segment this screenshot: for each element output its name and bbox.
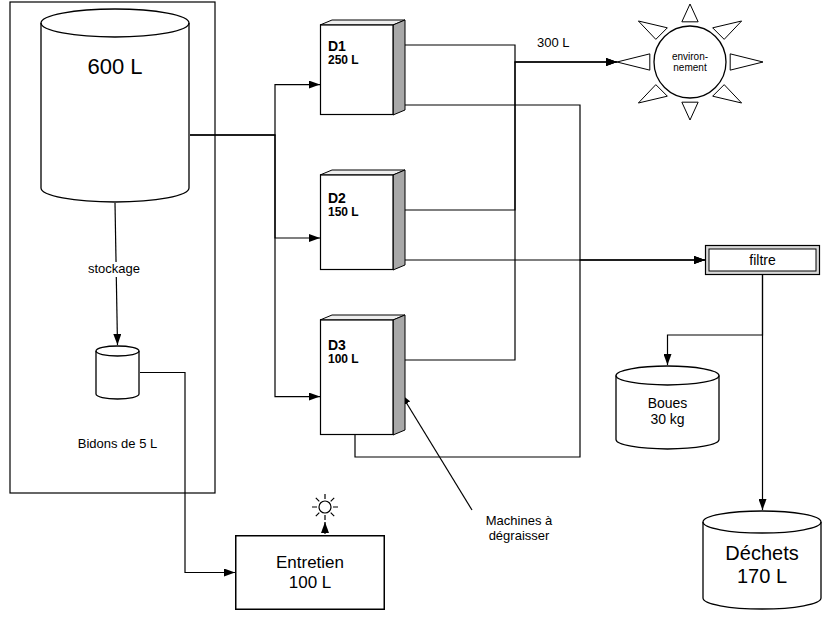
leader-arrow bbox=[401, 394, 472, 510]
machine-callout: Machines à dégraisser bbox=[452, 514, 586, 544]
drum-cylinder: Bidons de 5 L bbox=[95, 345, 140, 400]
cylinder-rim bbox=[41, 23, 189, 37]
sludge-tank-outline bbox=[615, 365, 720, 450]
sun-ray bbox=[682, 4, 698, 22]
sun-ray bbox=[617, 54, 650, 70]
node-value: 100 L bbox=[328, 353, 359, 367]
node-label: Déchets 170 L bbox=[716, 542, 808, 588]
degreaser-machine-outline bbox=[320, 315, 405, 435]
flow-arrow bbox=[762, 275, 763, 510]
flow-arrow bbox=[668, 275, 763, 365]
environment-sun-outline bbox=[615, 2, 765, 122]
node-value: 250 L bbox=[328, 54, 359, 68]
filter-box: filtre bbox=[705, 245, 820, 275]
sun-ray bbox=[682, 102, 698, 120]
flow-arrow bbox=[355, 260, 705, 457]
storage-frame bbox=[10, 2, 215, 493]
flow-arrow bbox=[405, 62, 617, 360]
node-label: D1 bbox=[328, 38, 346, 54]
node-label: environ- nement bbox=[659, 51, 721, 74]
sun-ray bbox=[638, 21, 667, 39]
filter-inner bbox=[709, 249, 816, 271]
flow-label: stockage bbox=[86, 262, 142, 277]
sun-ray bbox=[713, 21, 742, 39]
node-label: 600 L bbox=[87, 54, 142, 79]
cylinder-body bbox=[41, 9, 189, 202]
cylinder-rim bbox=[616, 376, 719, 386]
cube-front bbox=[321, 175, 394, 270]
cylinder-rim bbox=[703, 522, 821, 533]
cube-front bbox=[321, 25, 394, 115]
maintenance-box-outline bbox=[235, 535, 385, 610]
flow-arrow bbox=[190, 85, 320, 135]
flow-arrow bbox=[405, 62, 617, 210]
flow-arrow bbox=[405, 105, 705, 260]
node-value: 150 L bbox=[328, 206, 359, 220]
drum-cylinder-outline bbox=[95, 345, 140, 400]
flow-arrow bbox=[140, 373, 235, 573]
node-label: D2 bbox=[328, 190, 346, 206]
cube-side bbox=[393, 315, 405, 435]
cube-side bbox=[393, 20, 405, 115]
flow-label: 300 L bbox=[535, 36, 572, 51]
sun-ray bbox=[638, 85, 667, 103]
flow-arrow bbox=[190, 135, 320, 397]
node-label: Boues 30 kg bbox=[642, 395, 694, 427]
degreaser-machine-outline bbox=[320, 20, 405, 115]
sun-ray bbox=[713, 85, 742, 103]
degreaser-machine: D1250 L bbox=[320, 20, 405, 115]
cylinder-body bbox=[616, 366, 719, 449]
cube-side bbox=[393, 170, 405, 270]
filter-box-outline bbox=[705, 245, 820, 275]
sun-ray bbox=[730, 54, 763, 70]
sun-symbol bbox=[312, 494, 338, 520]
flow-arrow bbox=[190, 135, 320, 238]
cylinder-body bbox=[96, 346, 139, 399]
sun-disc bbox=[654, 26, 726, 98]
box-border bbox=[236, 536, 385, 610]
storage-tank: 600 L bbox=[40, 8, 190, 203]
cube-top bbox=[320, 170, 405, 175]
storage-tank-outline bbox=[40, 8, 190, 203]
waste-tank-outline bbox=[702, 510, 822, 610]
cylinder-rim bbox=[96, 351, 139, 356]
flow-arrow bbox=[115, 203, 118, 345]
environment-sun: environ- nement bbox=[615, 2, 765, 122]
drum-caption: Bidons de 5 L bbox=[78, 437, 158, 452]
cube-top bbox=[320, 20, 405, 25]
cube-front bbox=[321, 320, 394, 435]
flow-arrow bbox=[405, 45, 617, 62]
waste-tank: Déchets 170 L bbox=[702, 510, 822, 610]
node-label: filtre bbox=[749, 252, 775, 268]
node-label: Entretien 100 L bbox=[260, 553, 360, 592]
node-label: D3 bbox=[328, 337, 346, 353]
degreaser-machine: D2150 L bbox=[320, 170, 405, 270]
sludge-tank: Boues 30 kg bbox=[615, 365, 720, 450]
degreaser-machine-outline bbox=[320, 170, 405, 270]
cylinder-body bbox=[703, 511, 821, 609]
evaporation-arrow bbox=[324, 522, 325, 534]
cube-top bbox=[320, 315, 405, 320]
degreaser-machine: D3100 L bbox=[320, 315, 405, 435]
maintenance-box: Entretien 100 L bbox=[235, 535, 385, 610]
filter-outer bbox=[706, 246, 820, 275]
